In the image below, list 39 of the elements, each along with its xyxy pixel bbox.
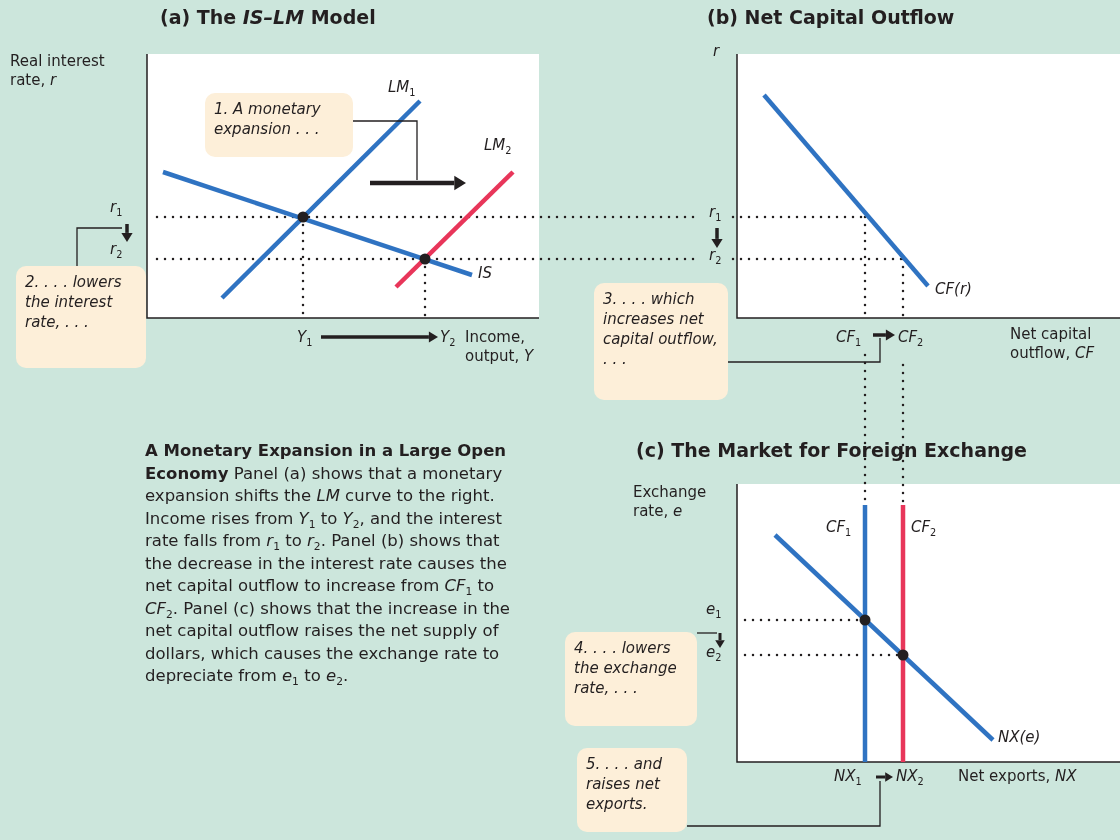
leader-line: [727, 337, 881, 363]
panel-title: (c) The Market for Foreign Exchange: [636, 441, 1027, 460]
leader-line: [696, 632, 718, 634]
axis-value: NX$_{2}$: [896, 767, 924, 786]
callout-box: 3. . . . which increases net capital outflow, . . .: [594, 283, 728, 400]
panel-title: (b) Net Capital Outflow: [707, 8, 955, 27]
leader-line: [352, 120, 418, 181]
curve-label: CF$_{1}$: [826, 518, 852, 537]
curve-label: NX(e): [998, 728, 1041, 747]
callout-box: 5. . . . and raises net exports.: [577, 748, 687, 832]
curve-label: LM$_{1}$: [388, 78, 416, 97]
axis-value: r$_{2}$: [709, 246, 722, 265]
axis-label: Net capital outflow, CF: [1010, 325, 1096, 363]
axis-label: Income, output, Y: [465, 328, 535, 366]
axis-value: NX$_{1}$: [834, 767, 862, 786]
callout-box: 4. . . . lowers the exchange rate, . . .: [565, 632, 697, 726]
curve-label: IS: [478, 264, 492, 283]
axis-label: Real interest rate, r: [10, 52, 106, 90]
callout-box: 1. A monetary expansion . . .: [205, 93, 353, 157]
axis-value: r$_{1}$: [709, 203, 722, 222]
axis-value: e$_{1}$: [706, 600, 722, 619]
axis-value: r$_{1}$: [110, 198, 123, 217]
axis-label: Net exports, NX: [958, 767, 1077, 786]
caption-text: A Monetary Expansion in a Large Open Economy Panel (a) shows that a monetary expansion shifts the LM curve to the right. Income rises from Y$_{1}$ to Y$_{2}$, and the interest rate falls from r$_{1}$ to r$_{2}$. Panel (b) shows that the decrease in the interest rate causes the net capital outflow to increase from CF$_{1}$ to CF$_{2}$. Panel (c) shows that the increase in the net capital outflow raises the net supply of dollars, which causes the exchange rate to depreciate from e$_{1}$ to e$_{2}$.: [145, 440, 511, 688]
axis-value: CF$_{1}$: [836, 328, 862, 347]
axis-value: CF$_{2}$: [898, 328, 924, 347]
callout-box: 2. . . . lowers the interest rate, . . .: [16, 266, 146, 368]
axis-label: Exchange rate, e: [633, 483, 708, 521]
axis-value: r$_{2}$: [110, 240, 123, 259]
curve-label: LM$_{2}$: [484, 136, 512, 155]
axis-label: r: [713, 42, 720, 61]
leader-line: [686, 780, 881, 827]
curve-label: CF(r): [935, 280, 972, 299]
axis-value: Y$_{2}$: [440, 328, 456, 347]
axis-value: e$_{2}$: [706, 643, 722, 662]
curve-label: CF$_{2}$: [911, 518, 937, 537]
axis-value: Y$_{1}$: [297, 328, 313, 347]
leader-line: [76, 227, 123, 267]
panel-title: (a) The IS–LM Model: [160, 8, 376, 27]
